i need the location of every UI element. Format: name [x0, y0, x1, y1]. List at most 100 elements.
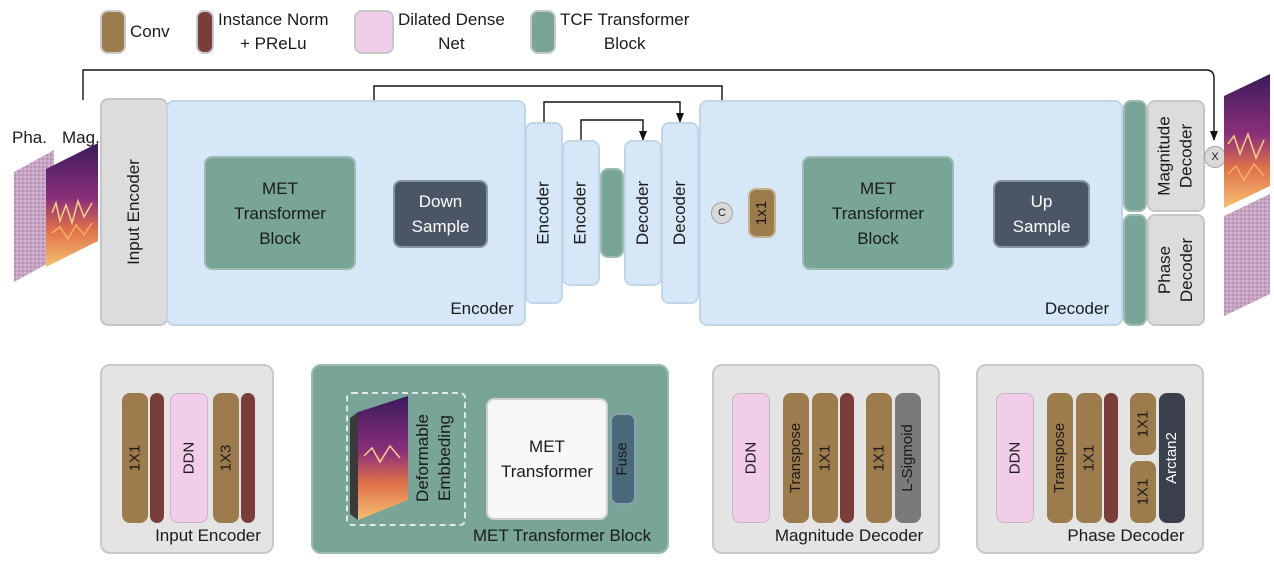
pd-ddn-label: DDN [1006, 441, 1023, 475]
encoder-region-label: Encoder [450, 298, 514, 318]
concat-node: C [711, 202, 733, 224]
deformable-line1: Deformable [413, 414, 432, 502]
fuse-label: Fuse [614, 442, 632, 476]
ie-conv1x3-label: 1X3 [217, 444, 235, 472]
encoder-stage-2 [562, 140, 600, 286]
down-sample-block [393, 180, 488, 248]
legend-norm-swatch [196, 10, 214, 54]
phase-decoder-line1: Phase [1155, 245, 1175, 295]
md-conv1x1-b [866, 393, 892, 523]
md-ddn-label: DDN [742, 441, 759, 475]
legend-ddn-label-2: Net [438, 34, 465, 53]
legend-conv-label: Conv [130, 22, 170, 41]
phase-input-label: Pha. [12, 128, 47, 147]
magnitude-decoder-line1: Magnitude [1155, 116, 1175, 196]
phase-spectrogram-image [14, 150, 54, 282]
deformable-feature-image [350, 396, 408, 520]
legend-conv: Conv [100, 10, 170, 54]
met-transformer-block-encoder [204, 156, 356, 270]
pd-caption: Phase Decoder [1067, 525, 1185, 545]
decoder-stage-2 [661, 122, 699, 304]
phase-decoder-line2: Decoder [1177, 237, 1197, 303]
met-transformer-line2: Transformer [501, 462, 593, 481]
magnitude-decoder-line2: Decoder [1177, 123, 1197, 189]
pd-conv1x1-label: 1X1 [1080, 444, 1098, 472]
ie-ddn-label: DDN [180, 441, 197, 475]
legend-ddn-swatch [354, 10, 394, 54]
pd-arctan2 [1159, 393, 1185, 523]
legend-conv-swatch [100, 10, 126, 54]
legend-norm-label-2: + PReLu [239, 34, 307, 53]
pd-norm [1104, 393, 1118, 523]
met-block-dec-line2: Transformer [832, 203, 924, 223]
deformable-embedding-box [346, 392, 466, 526]
fuse-block [610, 413, 636, 505]
pd-conv1x1-bottom-label: 1X1 [1134, 478, 1152, 506]
magnitude-output-image [1224, 74, 1270, 208]
md-ddn [732, 393, 770, 523]
down-sample-line2: Sample [411, 217, 470, 236]
met-block-dec-line1: MET [860, 178, 896, 198]
decoder-stage-1-label: Decoder [633, 180, 653, 246]
md-transpose-label: Transpose [787, 422, 804, 494]
encoder-stage-2-label: Encoder [571, 181, 591, 245]
legend-tcf-swatch [530, 10, 556, 54]
legend-ddn: Dilated Dense Net [354, 8, 505, 56]
input-encoder-block [100, 98, 168, 326]
decoder-region-label: Decoder [1044, 298, 1110, 318]
pd-arctan2-label: Arctan2 [1163, 432, 1181, 484]
up-sample-line2: Sample [1012, 217, 1071, 236]
met-caption: MET Transformer Block [472, 525, 652, 545]
multiply-symbol: X [1211, 151, 1219, 163]
magnitude-spectrogram-image [46, 143, 98, 267]
pd-conv1x1 [1076, 393, 1102, 523]
met-transformer-line1: MET [529, 437, 565, 456]
ie-ddn [170, 393, 208, 523]
pd-conv1x1-bottom [1130, 461, 1156, 523]
met-block-dec-line3: Block [857, 228, 899, 248]
up-sample-line1: Up [1030, 192, 1053, 211]
ie-caption: Input Encoder [155, 525, 261, 545]
decoder-stage-1 [624, 140, 662, 286]
phase-output-image [1224, 194, 1270, 316]
legend-tcf-label-2: Block [603, 34, 646, 53]
down-sample-line1: Down [418, 192, 463, 211]
decoder-stage-2-label: Decoder [670, 180, 690, 246]
concat-symbol: C [718, 207, 726, 219]
met-transformer-inner [486, 398, 608, 520]
encoder-stage-1 [525, 122, 563, 304]
pd-transpose-label: Transpose [1051, 422, 1068, 494]
legend-norm-label-1: Instance Norm [218, 10, 329, 29]
legend-tcf: TCF Transformer Block [530, 8, 689, 56]
tcf-bar-phase [1123, 214, 1147, 326]
ie-conv1x1-label: 1X1 [126, 444, 144, 472]
pd-ddn [996, 393, 1034, 523]
md-caption: Magnitude Decoder [774, 525, 924, 545]
md-conv1x1-b-label: 1X1 [870, 444, 888, 472]
md-lsigmoid [895, 393, 921, 523]
ie-conv1x1 [122, 393, 148, 523]
ie-conv1x3 [213, 393, 239, 523]
met-block-enc-line2: Transformer [234, 203, 326, 223]
deformable-line2: Embbeding [435, 415, 454, 502]
md-conv1x1-a-label: 1X1 [816, 444, 834, 472]
ie-norm-1 [150, 393, 164, 523]
pd-transpose [1047, 393, 1073, 523]
ie-norm-2 [241, 393, 255, 523]
legend-ddn-label-1: Dilated Dense [398, 10, 505, 29]
phase-decoder-block [1147, 214, 1205, 326]
up-sample-block [993, 180, 1090, 248]
multiply-node: X [1204, 146, 1226, 168]
tcf-bar-magnitude [1123, 100, 1147, 212]
tcf-transformer-bottleneck [600, 168, 624, 258]
met-block-enc-line3: Block [259, 228, 301, 248]
conv1x1-decoder [748, 188, 776, 238]
legend-norm: Instance Norm + PReLu [196, 8, 329, 56]
met-transformer-block-decoder [802, 156, 954, 270]
pd-conv1x1-top-label: 1X1 [1134, 410, 1152, 438]
legend-tcf-label-1: TCF Transformer [560, 10, 690, 29]
pd-conv1x1-top [1130, 393, 1156, 455]
conv1x1-decoder-label: 1x1 [753, 200, 770, 226]
met-block-enc-line1: MET [262, 178, 298, 198]
md-conv1x1-a [812, 393, 838, 523]
